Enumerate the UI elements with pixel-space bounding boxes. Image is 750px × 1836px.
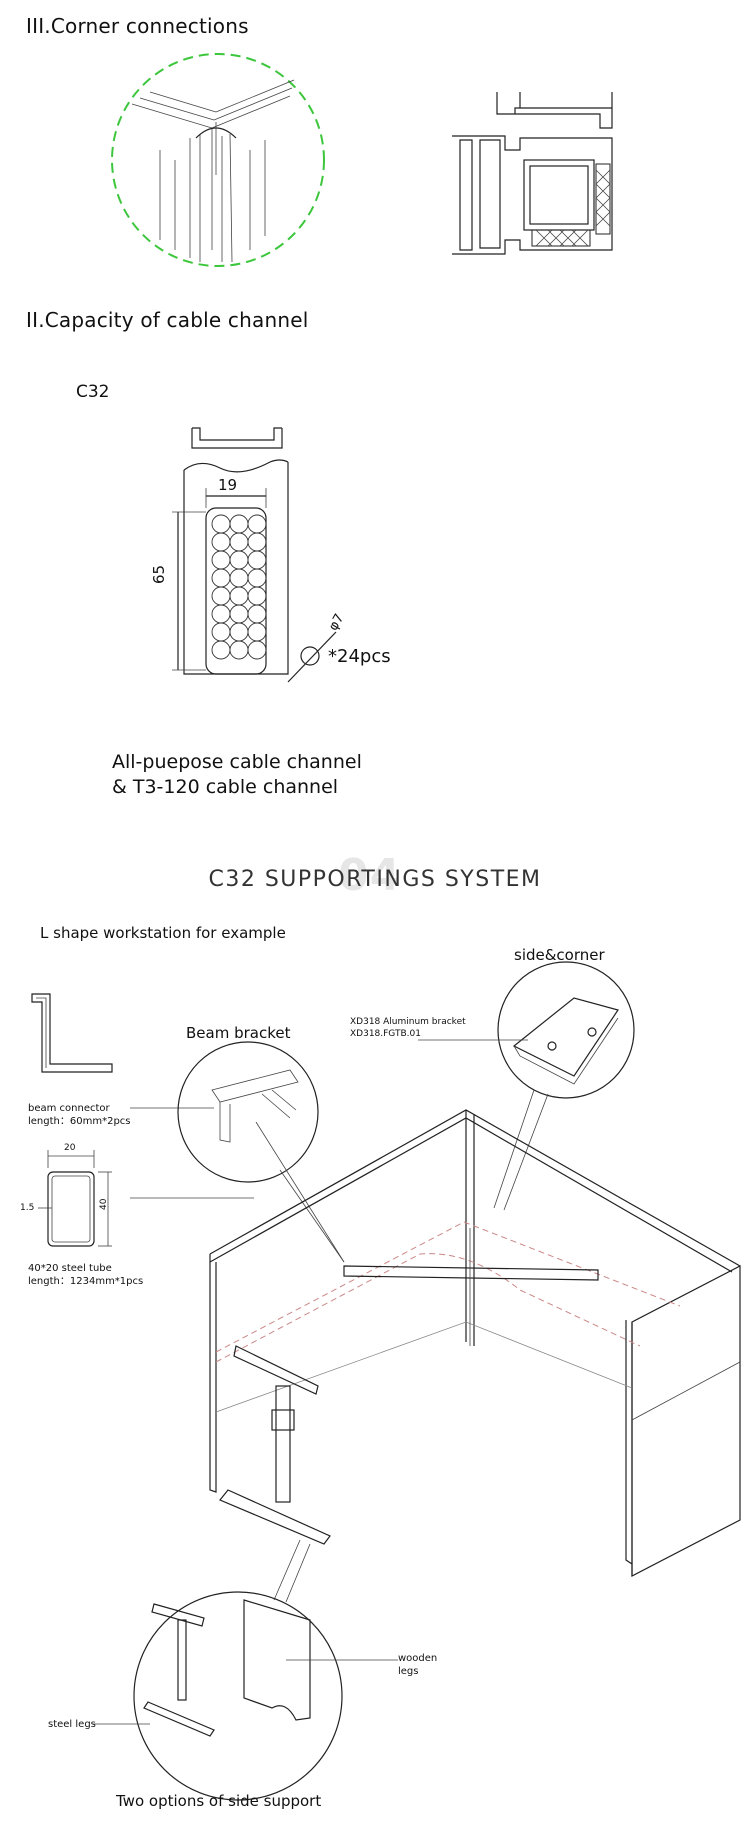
steel-tube-label: 40*20 steel tube length：1234mm*1pcs xyxy=(28,1262,143,1288)
corner-detail-circle xyxy=(111,53,325,267)
channel-caption-line-2: & T3-120 cable channel xyxy=(112,776,339,798)
tube-height-dimension: 40 xyxy=(99,1198,109,1210)
cable-channel-drawing xyxy=(172,427,337,683)
capacity-section-heading: II.Capacity of cable channel xyxy=(26,308,309,332)
aluminum-bracket-line-1: XD318 Aluminum bracket xyxy=(350,1017,466,1027)
channel-caption: All-puepose cable channel & T3-120 cable… xyxy=(112,750,362,800)
wooden-legs-line-1: wooden xyxy=(398,1653,438,1664)
side-support-caption: Two options of side support xyxy=(116,1792,322,1810)
cable-count: *24pcs xyxy=(328,646,391,667)
channel-caption-line-1: All-puepose cable channel xyxy=(112,751,362,773)
wooden-legs-line-2: legs xyxy=(398,1666,419,1677)
channel-model-label: C32 xyxy=(76,382,110,402)
tube-thickness-dimension: 1.5 xyxy=(20,1203,35,1213)
side-corner-label: side&corner xyxy=(514,946,605,964)
aluminum-bracket-label: XD318 Aluminum bracket XD318.FGTB.01 xyxy=(350,1016,466,1040)
beam-bracket-label: Beam bracket xyxy=(186,1024,291,1042)
supporting-system-title: C32 SUPPORTINGS SYSTEM xyxy=(208,867,542,892)
beam-connector-label: beam connector length：60mm*2pcs xyxy=(28,1102,131,1128)
tube-width-dimension: 20 xyxy=(64,1143,76,1153)
section-number-watermark: 04 xyxy=(338,850,402,901)
steel-tube-line-1: 40*20 steel tube xyxy=(28,1263,112,1274)
dimension-width: 19 xyxy=(218,476,238,494)
corner-section-heading: III.Corner connections xyxy=(26,14,249,38)
aluminum-bracket-line-2: XD318.FGTB.01 xyxy=(350,1029,421,1039)
supporting-subtitle: L shape workstation for example xyxy=(40,924,286,942)
steel-legs-label: steel legs xyxy=(48,1719,96,1730)
steel-tube-line-2: length：1234mm*1pcs xyxy=(28,1276,144,1287)
beam-connector-line-1: beam connector xyxy=(28,1103,110,1114)
beam-connector-line-2: length：60mm*2pcs xyxy=(28,1116,131,1127)
corner-profile-section xyxy=(452,92,613,255)
wooden-legs-label: wooden legs xyxy=(398,1652,437,1678)
